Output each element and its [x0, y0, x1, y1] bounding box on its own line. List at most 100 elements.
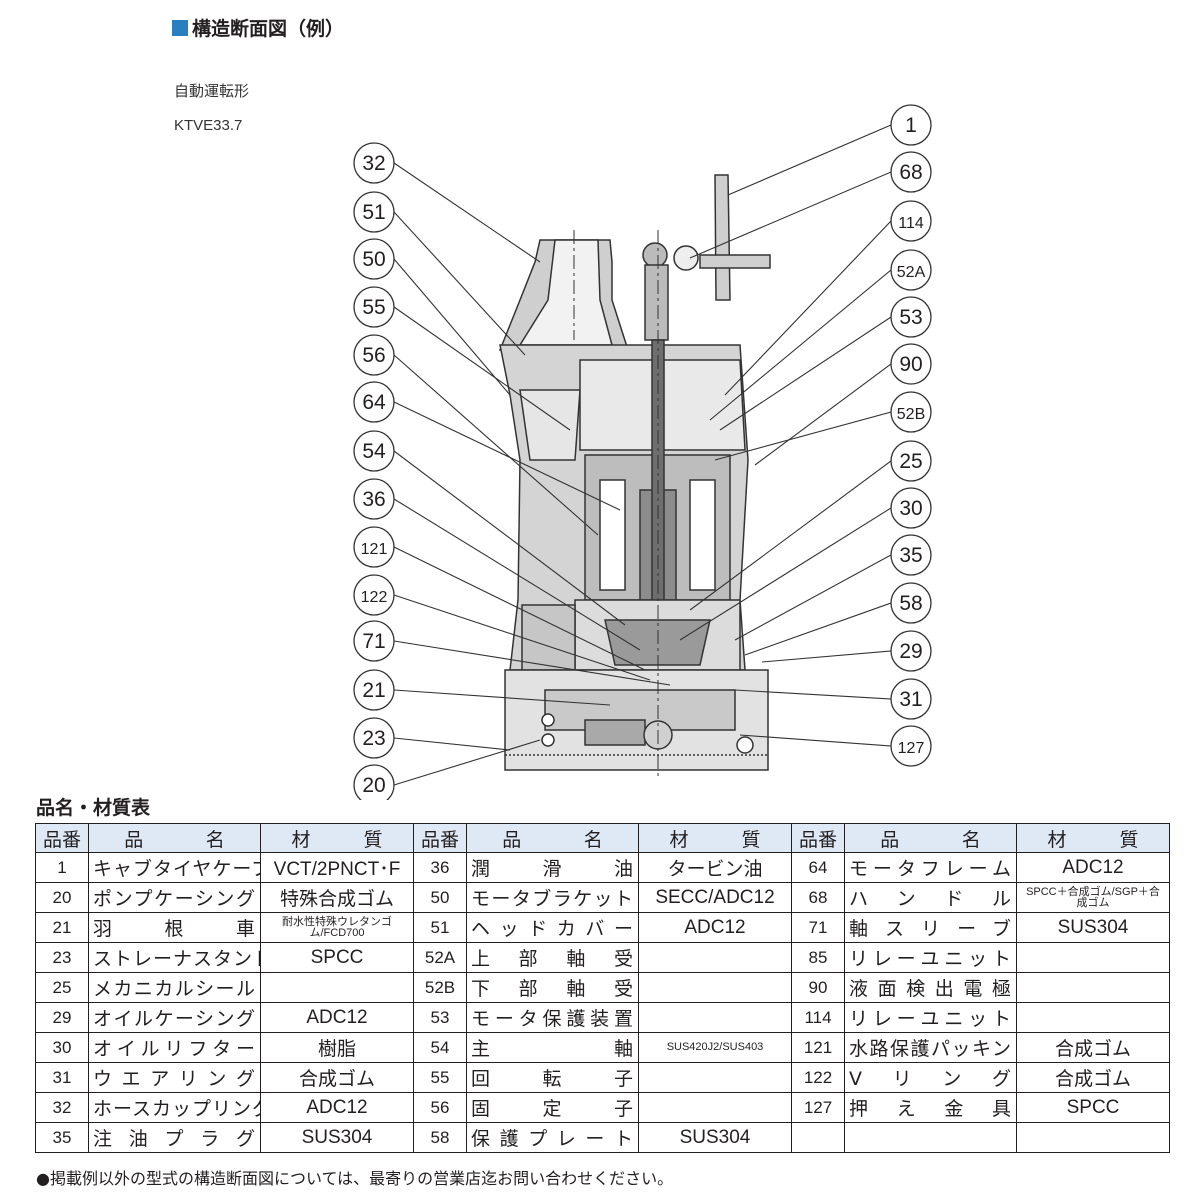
part-number: 54 [413, 1032, 467, 1063]
leader-line [679, 507, 892, 641]
callout-left: 51 [353, 191, 395, 233]
header-char: 名 [961, 828, 981, 851]
part-number: 35 [35, 1122, 89, 1153]
callout-right: 1 [890, 104, 932, 146]
part-material: 合成ゴム [260, 1062, 414, 1093]
callout-label: 121 [361, 541, 388, 558]
callout-label: 35 [899, 544, 922, 567]
part-material: SUS304 [638, 1122, 792, 1153]
callout-left: 55 [353, 286, 395, 328]
callout-circle [353, 430, 395, 472]
callout-label: 53 [899, 306, 922, 329]
part-number: 51 [413, 912, 467, 943]
header-part-no: 品番 [791, 823, 845, 853]
part-material: ADC12 [1016, 852, 1170, 883]
part-name: 上部軸受 [466, 942, 639, 973]
callout-group: 32515055566454361211227121232016811452A5… [353, 104, 932, 800]
callout-label: 114 [898, 215, 924, 232]
part-number: 30 [35, 1032, 89, 1063]
part-number [791, 1122, 845, 1153]
header-material: 材質 [1016, 823, 1170, 853]
leader-line [393, 401, 621, 511]
header-char: 質 [363, 828, 383, 851]
leader-line [393, 258, 511, 396]
table-title: 品名・材質表 [36, 797, 151, 819]
table-header-row: 品番 品名 材質 品番 品名 材質 品番 品名 材質 [35, 823, 1170, 853]
callout-left: 20 [353, 764, 395, 800]
part-name: 潤滑油 [466, 852, 639, 883]
part-name: 注油プラグ [88, 1122, 261, 1153]
header-char: 材 [669, 828, 689, 851]
callout-label: 1 [905, 114, 917, 137]
header-char: 品 [124, 828, 144, 851]
part-name: 保護プレート [466, 1122, 639, 1153]
part-material: SPCC＋合成ゴム/SGP＋合成ゴム [1016, 882, 1170, 913]
callout-left: 121 [353, 526, 395, 568]
part-number: 52A [413, 942, 467, 973]
callout-left: 71 [353, 620, 395, 662]
leader-line [393, 162, 541, 263]
part-material [638, 1092, 792, 1123]
part-material: SUS420J2/SUS403 [638, 1032, 792, 1063]
part-material: 合成ゴム [1016, 1032, 1170, 1063]
callout-circle [353, 238, 395, 280]
part-name: モータ保護装置 [466, 1002, 639, 1033]
part-number: 127 [791, 1092, 845, 1123]
callout-right: 29 [890, 630, 932, 672]
part-number: 53 [413, 1002, 467, 1033]
callout-label: 71 [362, 630, 385, 653]
part-name: オイルケーシング [88, 1002, 261, 1033]
model-label: KTVE33.7 [174, 117, 243, 134]
callout-label: 23 [362, 727, 385, 750]
callout-circle [353, 717, 395, 759]
callout-right: 31 [890, 678, 932, 720]
callout-label: 51 [362, 201, 385, 224]
part-material: ADC12 [638, 912, 792, 943]
header-material: 材質 [638, 823, 792, 853]
callout-right: 90 [890, 343, 932, 385]
part-name: 下部軸受 [466, 972, 639, 1003]
callout-label: 68 [899, 161, 922, 184]
leader-line [689, 460, 892, 611]
callout-circle [353, 526, 395, 568]
callout-label: 32 [362, 152, 385, 175]
callout-circle [890, 200, 932, 242]
leader-line [393, 498, 641, 651]
callout-circle [353, 478, 395, 520]
callout-label: 127 [898, 740, 925, 757]
part-number: 50 [413, 882, 467, 913]
callout-label: 21 [362, 679, 385, 702]
callout-left: 32 [353, 142, 395, 184]
header-char: 材 [1047, 828, 1067, 851]
header-char: 質 [741, 828, 761, 851]
leader-line [727, 124, 892, 196]
leader-line [734, 689, 892, 700]
part-material [1016, 1002, 1170, 1033]
pump-type-label: 自動運転形 [174, 83, 250, 100]
callout-circle [890, 249, 932, 291]
callout-right: 52A [890, 249, 932, 291]
pump-drawing [498, 174, 771, 780]
part-material [638, 972, 792, 1003]
callout-left: 23 [353, 717, 395, 759]
part-number: 64 [791, 852, 845, 883]
callout-circle [890, 343, 932, 385]
part-number: 36 [413, 852, 467, 883]
header-char: 品 [502, 828, 522, 851]
callout-circle [890, 391, 932, 433]
leader-line [393, 450, 626, 626]
leader-line [719, 316, 892, 431]
part-material [1016, 942, 1170, 973]
callout-left: 56 [353, 334, 395, 376]
callout-right: 68 [890, 151, 932, 193]
part-number: 1 [35, 852, 89, 883]
part-name: ハンドル [844, 882, 1017, 913]
callout-label: 55 [362, 296, 385, 319]
callout-circle [890, 440, 932, 482]
callout-left: 21 [353, 669, 395, 711]
part-number: 20 [35, 882, 89, 913]
part-name: 主軸 [466, 1032, 639, 1063]
part-number: 25 [35, 972, 89, 1003]
